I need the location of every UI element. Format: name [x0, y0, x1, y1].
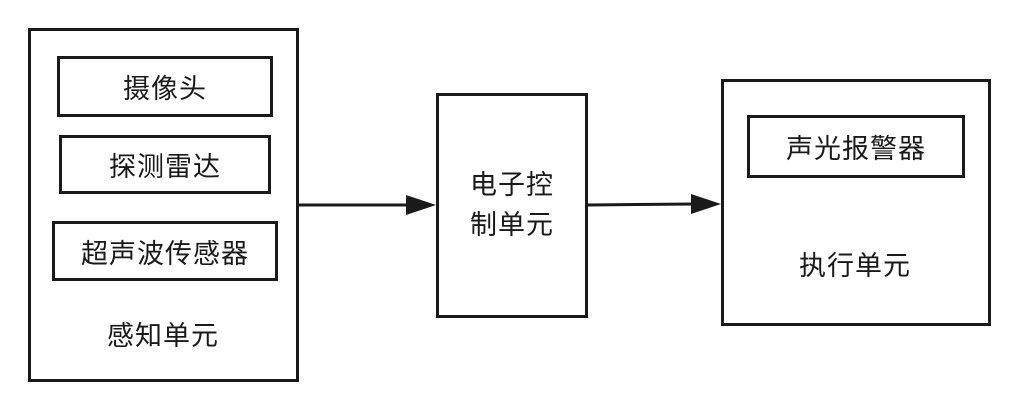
camera-node: 摄像头	[57, 56, 273, 117]
arrow-control-to-execution	[587, 194, 721, 214]
control-unit-label: 电子控 制单元	[439, 166, 585, 246]
audio-visual-alarm-node: 声光报警器	[747, 115, 965, 178]
control-unit-box: 电子控 制单元	[436, 93, 588, 318]
control-unit-label-line1: 电子控	[470, 170, 554, 201]
control-unit-label-line2: 制单元	[470, 210, 554, 241]
radar-node: 探测雷达	[59, 135, 271, 194]
perception-unit-label: 感知单元	[107, 321, 219, 352]
ultrasonic-sensor-node: 超声波传感器	[52, 221, 278, 281]
arrow-perception-to-control	[299, 195, 436, 215]
perception-unit-box: 摄像头 探测雷达 超声波传感器 感知单元	[28, 28, 299, 382]
execution-unit-box: 声光报警器 执行单元	[721, 79, 991, 326]
execution-unit-label: 执行单元	[799, 251, 911, 282]
